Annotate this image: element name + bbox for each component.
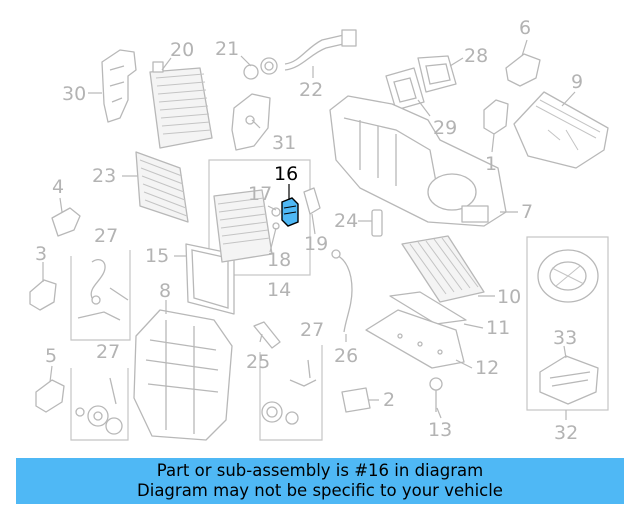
callout-1: 1 xyxy=(485,153,497,175)
part-5-actuator xyxy=(35,379,65,413)
banner-line-part: Part or sub-assembly is #16 in diagram xyxy=(156,461,484,480)
part-13-bolt xyxy=(429,377,443,412)
part-19-seal xyxy=(303,187,321,215)
callout-8: 8 xyxy=(159,280,171,302)
part-10-filter xyxy=(401,235,485,303)
callout-32: 32 xyxy=(554,422,578,444)
callout-15: 15 xyxy=(145,245,169,267)
part-housing-main xyxy=(329,95,507,227)
callout-4: 4 xyxy=(52,176,64,198)
part-30-bracket xyxy=(101,49,137,123)
part-8-lower-housing xyxy=(133,309,233,441)
callout-30: 30 xyxy=(62,83,86,105)
callout-25: 25 xyxy=(246,351,270,373)
part-27-mid-parts xyxy=(261,359,317,425)
info-banner: Part or sub-assembly is #16 in diagram D… xyxy=(16,458,624,504)
part-32-blower xyxy=(537,249,599,303)
callout-21: 21 xyxy=(215,38,239,60)
callout-23: 23 xyxy=(92,165,116,187)
callout-16: 16 xyxy=(274,163,298,185)
part-31-bracket xyxy=(231,93,271,151)
callout-labels: 1 2 3 4 5 6 7 8 9 10 11 12 13 14 15 16 1… xyxy=(35,17,583,444)
callout-18: 18 xyxy=(267,249,291,271)
group-box-27-lower xyxy=(70,368,129,441)
callout-10: 10 xyxy=(497,286,521,308)
callout-27-mid: 27 xyxy=(300,319,324,341)
callout-22: 22 xyxy=(299,79,323,101)
callout-33: 33 xyxy=(553,327,577,349)
callout-7: 7 xyxy=(521,201,533,223)
part-16-expansion-valve xyxy=(281,197,299,227)
callout-9: 9 xyxy=(571,71,583,93)
part-27-lower-parts xyxy=(75,377,123,435)
leader-lines xyxy=(42,39,576,420)
callout-26: 26 xyxy=(334,345,358,367)
part-2-connector xyxy=(341,387,371,413)
part-24-sensor xyxy=(371,209,383,237)
callout-31: 31 xyxy=(272,132,296,154)
part-27-left-parts xyxy=(77,258,129,321)
part-21-seals xyxy=(243,57,278,80)
part-25-sensor xyxy=(253,321,281,349)
part-9-housing xyxy=(513,91,609,169)
callout-13: 13 xyxy=(428,419,452,441)
part-11-12-covers xyxy=(365,291,467,369)
callout-3: 3 xyxy=(35,243,47,265)
group-box-32 xyxy=(526,236,609,411)
part-20-heater-core xyxy=(149,61,213,149)
part-3-actuator xyxy=(29,279,57,311)
part-28-29-seals xyxy=(385,55,457,111)
callout-20: 20 xyxy=(170,39,194,61)
callout-2: 2 xyxy=(383,389,395,411)
callout-6: 6 xyxy=(519,17,531,39)
callout-17: 17 xyxy=(248,183,272,205)
group-box-14 xyxy=(208,159,311,276)
callout-29: 29 xyxy=(433,117,457,139)
callout-27-left: 27 xyxy=(94,225,118,247)
callout-28: 28 xyxy=(464,45,488,67)
part-1-actuator xyxy=(483,99,509,135)
part-22-pipes xyxy=(284,29,357,71)
part-6-actuator xyxy=(505,53,541,87)
part-4-sensor xyxy=(51,207,81,237)
part-23-evaporator xyxy=(135,151,189,223)
callout-14: 14 xyxy=(267,279,291,301)
callout-27-lower: 27 xyxy=(96,341,120,363)
part-14-evaporator-core xyxy=(213,189,281,263)
group-box-27-left xyxy=(70,250,131,341)
part-33-module xyxy=(539,355,599,405)
group-box-27-mid xyxy=(259,345,323,441)
callout-5: 5 xyxy=(45,345,57,367)
callout-19: 19 xyxy=(304,233,328,255)
callout-11: 11 xyxy=(486,317,510,339)
callout-12: 12 xyxy=(475,357,499,379)
part-26-hose xyxy=(331,249,353,333)
banner-line-disclaimer: Diagram may not be specific to your vehi… xyxy=(137,481,503,500)
callout-24: 24 xyxy=(334,210,358,232)
